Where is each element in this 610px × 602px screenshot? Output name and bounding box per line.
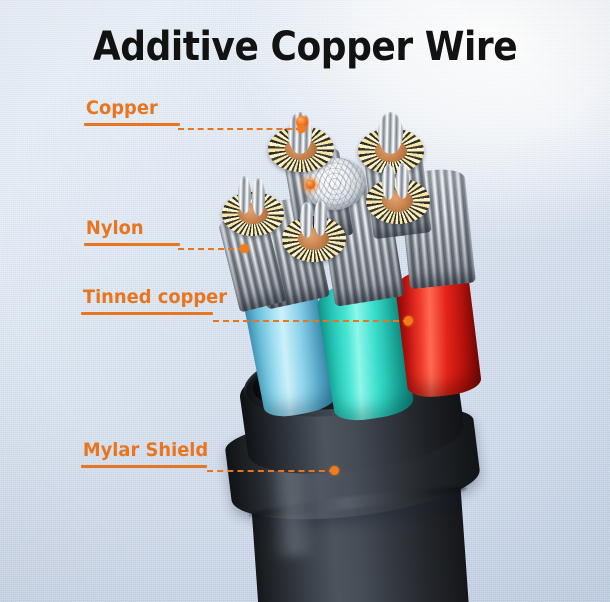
callout-nylon[interactable]: Nylon <box>84 219 180 246</box>
page-title: Additive Copper Wire <box>92 24 518 70</box>
callout-copper[interactable]: Copper <box>84 99 180 126</box>
leader-line-copper <box>178 128 302 130</box>
callout-mylar-shield-rule <box>81 465 207 468</box>
callout-nylon-label: Nylon <box>85 217 144 239</box>
callout-copper-label: Copper <box>85 97 158 119</box>
callout-mylar-shield[interactable]: Mylar Shield <box>81 439 209 468</box>
leader-dot-nylon <box>240 244 249 253</box>
callout-mylar-shield-label: Mylar Shield <box>82 439 209 461</box>
callout-tinned-copper-rule <box>81 312 213 315</box>
callout-tinned-copper[interactable]: Tinned copper <box>81 286 228 315</box>
leader-dot-mylar-shield <box>330 466 339 475</box>
callout-nylon-rule <box>84 243 180 246</box>
leader-line-nylon <box>178 248 244 250</box>
leader-line-tinned-copper <box>213 320 409 322</box>
leader-dot-copper <box>297 124 306 133</box>
leader-line-mylar-shield <box>207 470 335 472</box>
callout-copper-rule <box>84 123 180 126</box>
leader-dot-tinned-copper <box>404 316 413 325</box>
callout-tinned-copper-label: Tinned copper <box>82 286 228 308</box>
